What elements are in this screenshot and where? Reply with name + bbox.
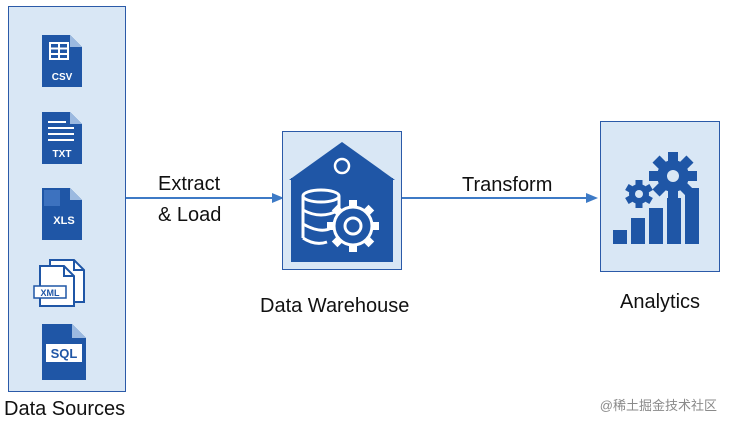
database-gear-warehouse-icon <box>287 136 397 266</box>
watermark: @稀土掘金技术社区 <box>599 398 717 413</box>
analytics-label: Analytics <box>620 291 701 313</box>
xml-file-icon: XML <box>32 256 92 308</box>
xls-file-tag: XLS <box>53 215 74 227</box>
data-warehouse-label: Data Warehouse <box>260 295 410 317</box>
analytics-panel <box>600 121 720 272</box>
csv-file-tag: CSV <box>52 72 73 83</box>
load-label: & Load <box>158 204 222 226</box>
transform-arrow <box>402 192 600 204</box>
csv-file-icon: CSV <box>40 33 84 89</box>
txt-file-tag: TXT <box>53 149 72 160</box>
bar-chart-gears-icon <box>609 146 713 250</box>
transform-label: Transform <box>462 174 553 196</box>
txt-file-icon: TXT <box>40 110 84 166</box>
data-sources-label: Data Sources <box>4 398 126 420</box>
extract-load-arrow <box>126 192 286 204</box>
xls-file-icon: XLS <box>40 186 84 242</box>
extract-label: Extract <box>158 173 221 195</box>
xml-file-tag: XML <box>41 288 61 298</box>
sql-file-icon: SQL <box>40 322 88 382</box>
data-warehouse-panel <box>282 131 402 270</box>
sql-file-tag: SQL <box>51 346 78 361</box>
